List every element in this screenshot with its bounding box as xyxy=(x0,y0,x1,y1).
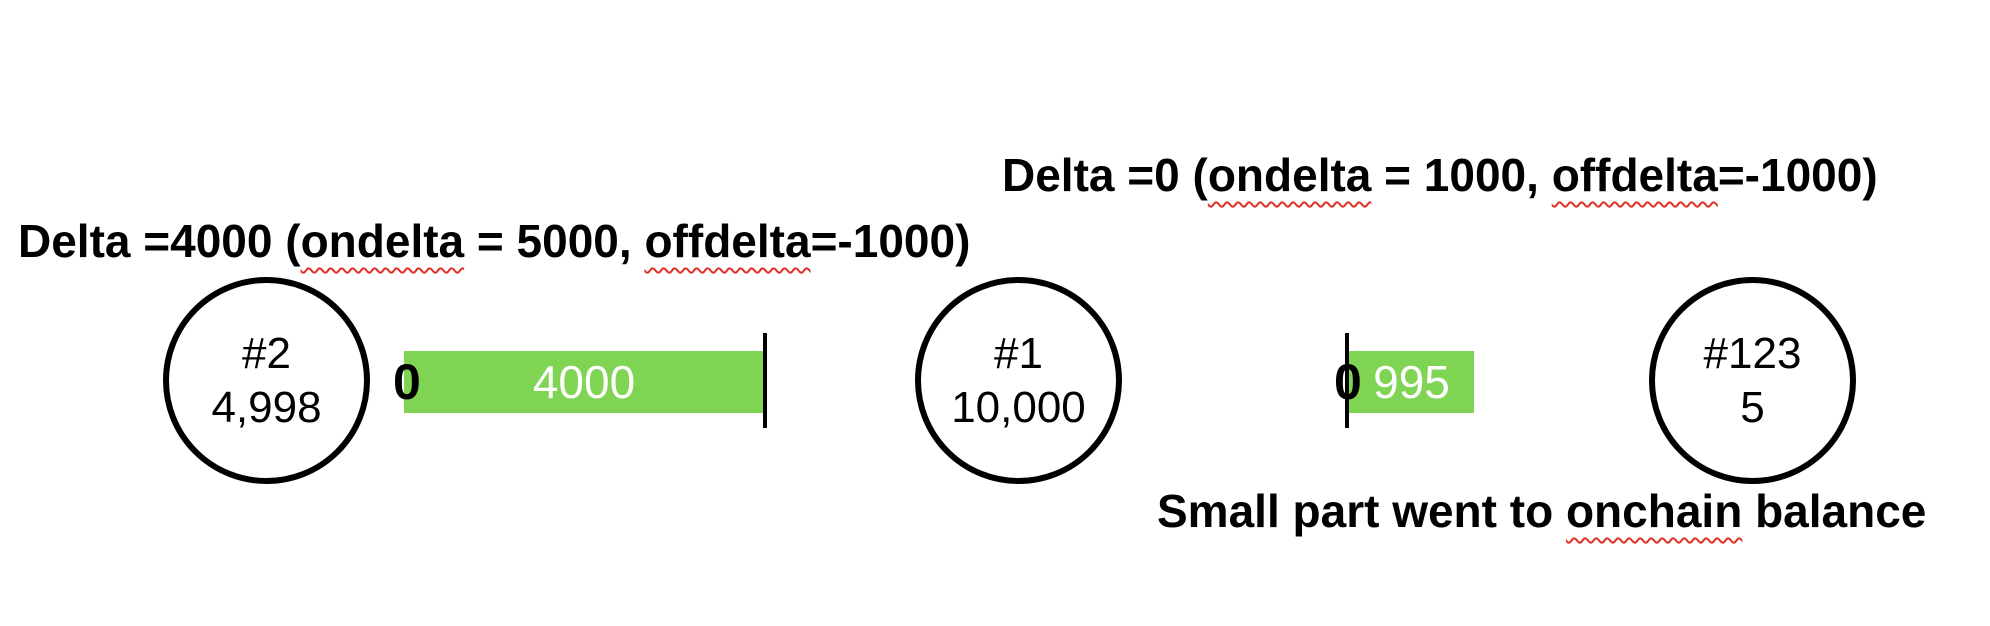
node-123-id: #123 xyxy=(1703,328,1802,378)
heading-right-term2: offdelta xyxy=(1551,149,1718,201)
heading-right-suffix: =-1000) xyxy=(1717,149,1878,201)
channel-1-zero-label: 0 xyxy=(393,354,421,410)
heading-left-term2: offdelta xyxy=(644,215,811,267)
channel-2-delta-value: 995 xyxy=(1373,356,1450,408)
node-1-balance: 10,000 xyxy=(951,382,1086,432)
heading-left-mid: = 5000, xyxy=(464,215,645,267)
channel-1-delta-value: 4000 xyxy=(532,356,636,408)
node-1-id: #1 xyxy=(994,328,1043,378)
node-2-id: #2 xyxy=(242,328,291,378)
node-2-balance: 4,998 xyxy=(211,382,322,432)
channel-heading-left: Delta =4000 (ondelta = 5000, offdelta=-1… xyxy=(18,218,970,264)
heading-left-term1: ondelta xyxy=(300,215,465,267)
node-123-balance: 5 xyxy=(1740,382,1765,432)
heading-left-suffix: =-1000) xyxy=(810,215,971,267)
caption-term: onchain xyxy=(1565,485,1743,537)
channel-2-boundary-line xyxy=(1345,333,1349,428)
caption-suffix: balance xyxy=(1742,485,1927,537)
node-2: #2 4,998 xyxy=(163,277,370,484)
onchain-caption: Small part went to onchain balance xyxy=(1157,488,1926,534)
node-123: #123 5 xyxy=(1649,277,1856,484)
channel-1-boundary-line xyxy=(763,333,767,428)
caption-prefix: Small part went to xyxy=(1157,485,1566,537)
heading-right-term1: ondelta xyxy=(1207,149,1372,201)
channel-heading-right: Delta =0 (ondelta = 1000, offdelta=-1000… xyxy=(1002,152,1878,198)
heading-right-prefix: Delta =0 ( xyxy=(1002,149,1208,201)
node-1: #1 10,000 xyxy=(915,277,1122,484)
heading-left-prefix: Delta =4000 ( xyxy=(18,215,301,267)
heading-right-mid: = 1000, xyxy=(1371,149,1552,201)
channel-2-delta-bar: 995 xyxy=(1349,351,1474,413)
channel-1-delta-bar: 4000 xyxy=(404,351,764,413)
